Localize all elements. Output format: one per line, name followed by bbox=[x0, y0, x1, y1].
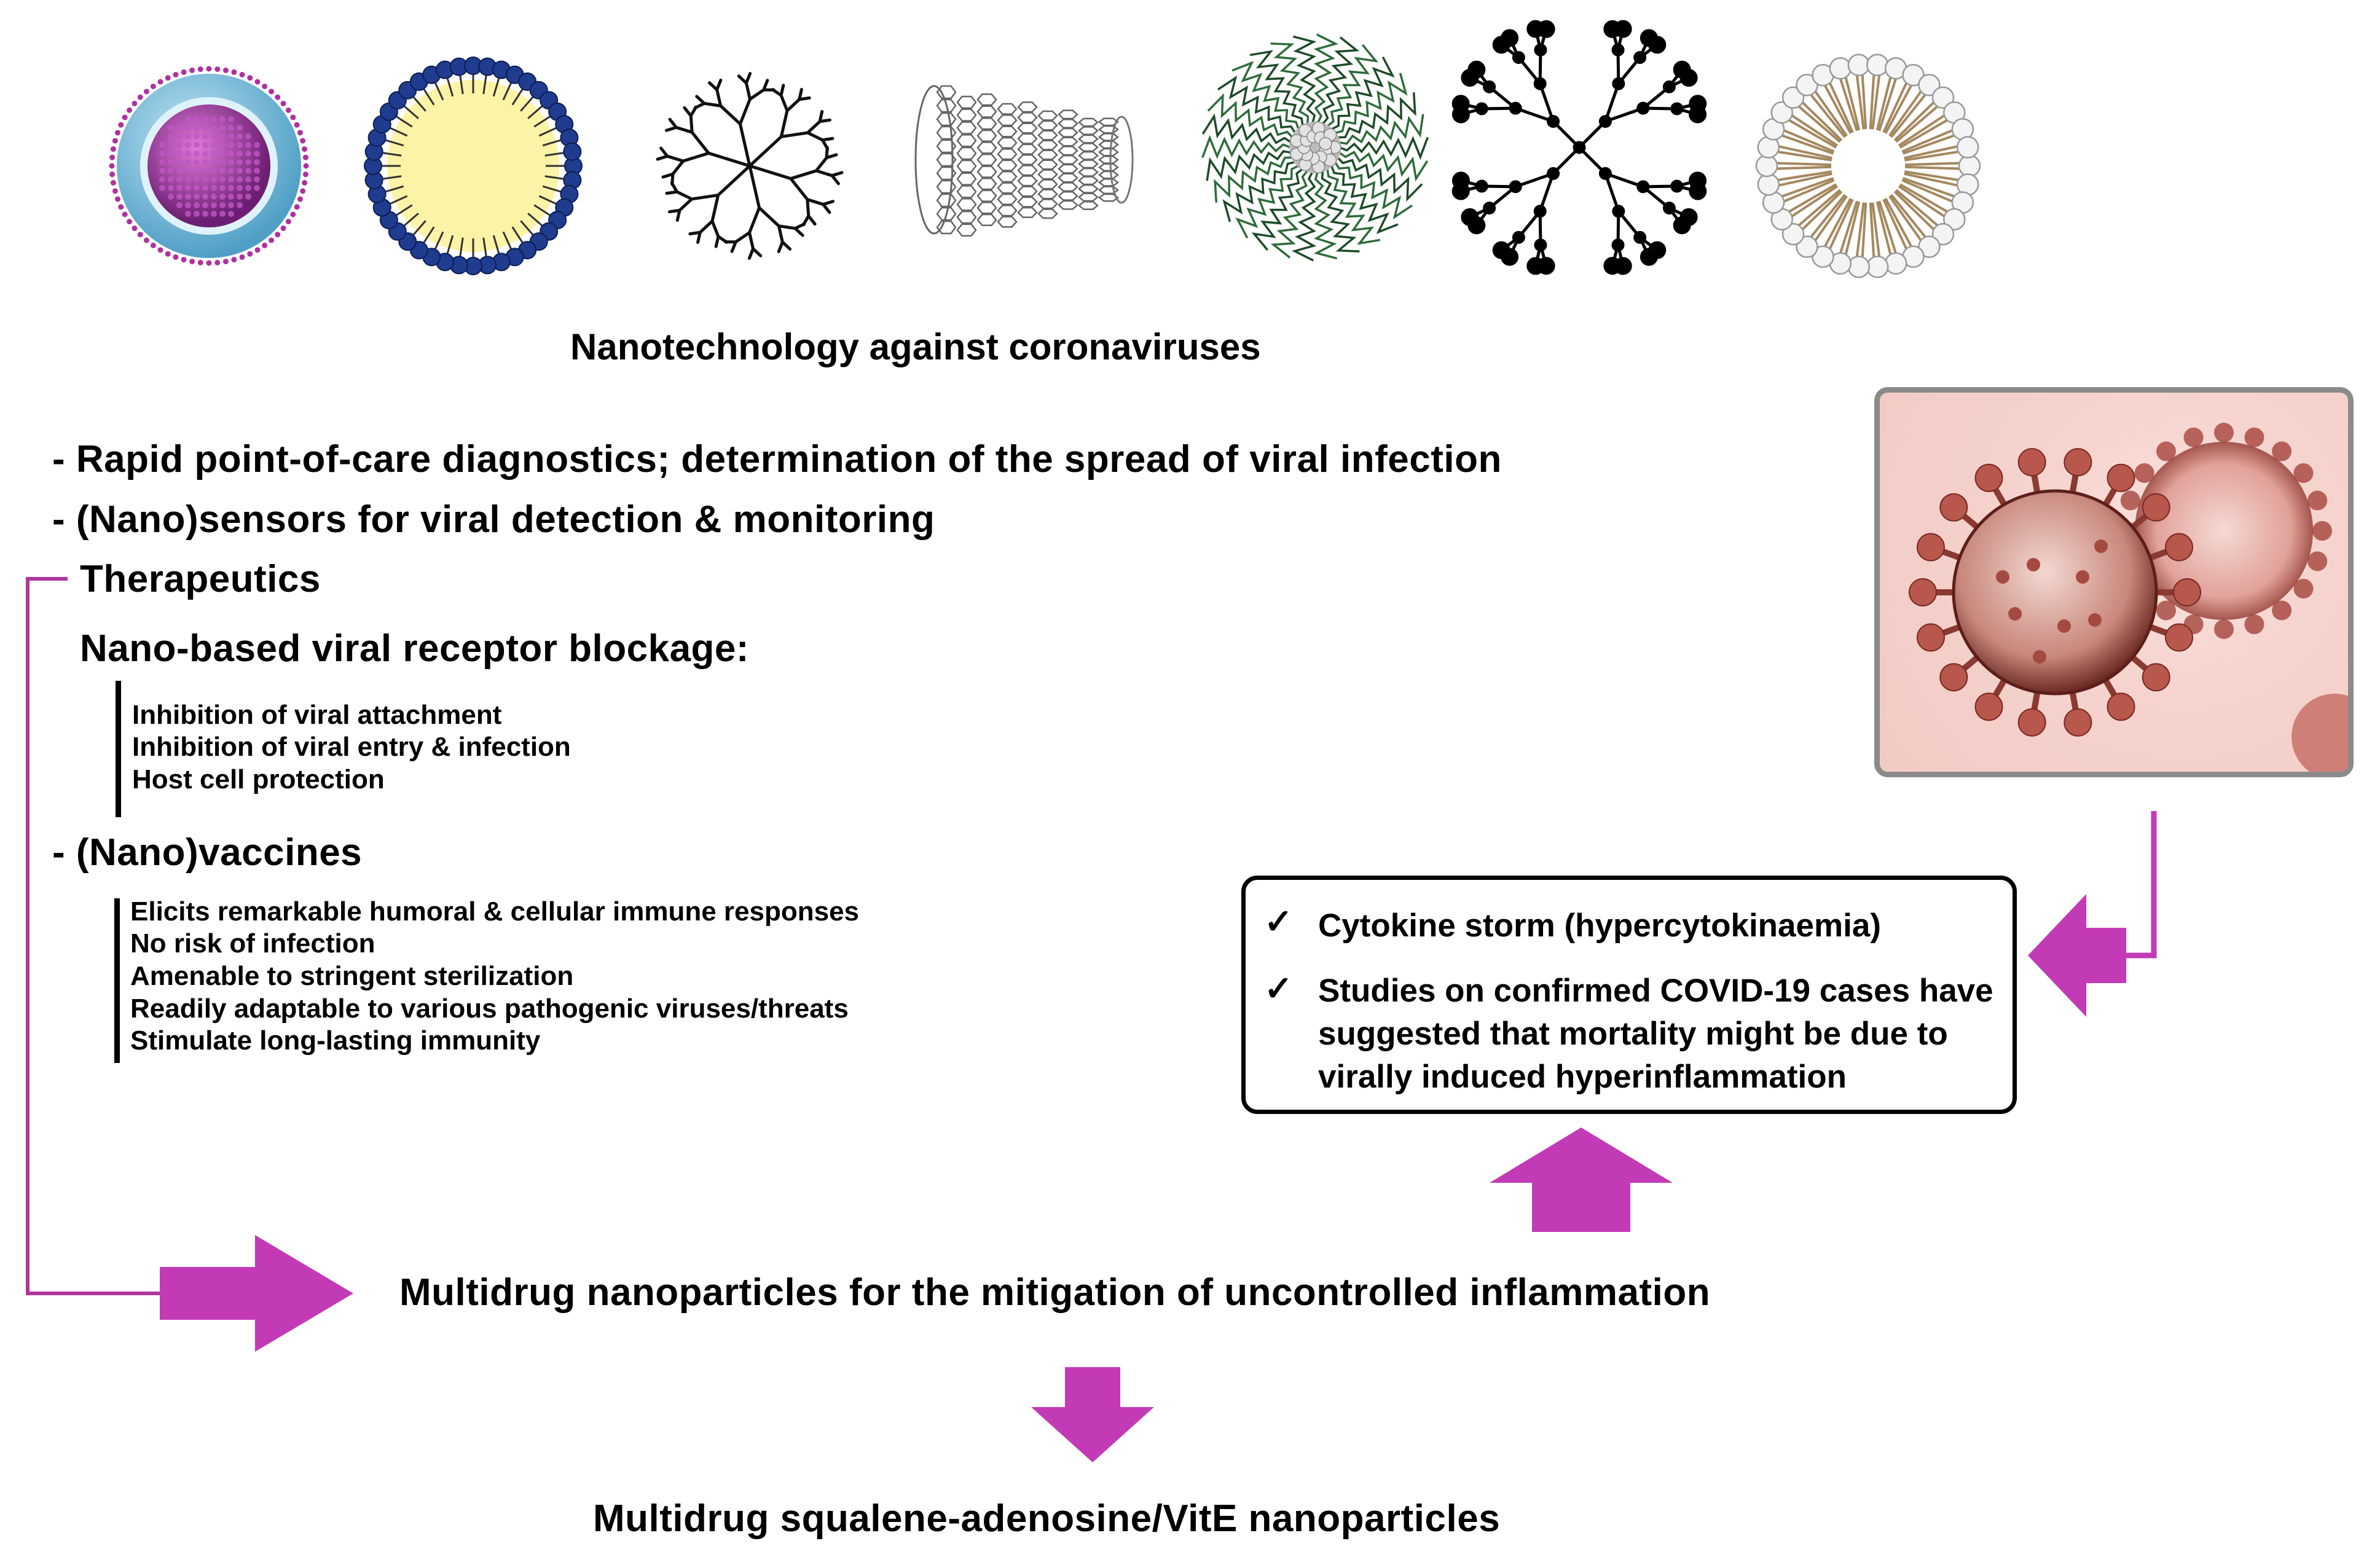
liposome-icon bbox=[109, 66, 309, 266]
branched-polymer-icon bbox=[656, 72, 844, 260]
finding-mortality: Studies on confirmed COVID-19 cases have… bbox=[1318, 973, 1993, 1095]
list-item: Inhibition of viral entry & infection bbox=[132, 732, 571, 762]
right-arrow-icon bbox=[160, 1235, 353, 1352]
up-arrow-icon bbox=[1490, 1127, 1673, 1232]
list-item: Amenable to stringent sterilization bbox=[130, 961, 574, 991]
final-nanoparticles-label: Multidrug squalene-adenosine/VitE nanopa… bbox=[593, 1497, 1501, 1540]
list-item: Elicits remarkable humoral & cellular im… bbox=[130, 896, 860, 927]
coronavirus-image-frame bbox=[1874, 387, 2354, 777]
receptor-blockage-heading: Nano-based viral receptor blockage: bbox=[80, 627, 750, 670]
multidrug-nanoparticles-label: Multidrug nanoparticles for the mitigati… bbox=[399, 1271, 1711, 1314]
application-sensors: - (Nano)sensors for viral detection & mo… bbox=[52, 498, 935, 541]
dendrimer-icon bbox=[1451, 20, 1707, 275]
list-item: Stimulate long-lasting immunity bbox=[130, 1025, 541, 1056]
therapeutics-label: Therapeutics bbox=[80, 558, 321, 600]
polymeric-micelle-icon bbox=[1201, 33, 1429, 262]
findings-box: ✓ Cytokine storm (hypercytokinaemia) ✓ S… bbox=[1241, 876, 2017, 1114]
virus-connector bbox=[2114, 811, 2157, 959]
list-item: Inhibition of viral attachment bbox=[132, 700, 502, 730]
carbon-nanotube-icon bbox=[914, 85, 1134, 237]
therapeutics-connector bbox=[26, 577, 166, 1295]
blockage-list-bar bbox=[116, 681, 121, 817]
list-item: Readily adaptable to various pathogenic … bbox=[130, 994, 849, 1024]
micelle-icon bbox=[364, 57, 583, 275]
down-arrow-icon bbox=[1031, 1367, 1154, 1462]
check-icon: ✓ bbox=[1264, 902, 1293, 941]
check-icon: ✓ bbox=[1264, 969, 1293, 1008]
vaccines-heading: - (Nano)vaccines bbox=[52, 831, 363, 874]
lipid-nanoparticle-icon bbox=[1755, 53, 1981, 278]
list-item: Host cell protection bbox=[132, 764, 385, 794]
coronavirus-icon bbox=[1909, 423, 2348, 772]
finding-cytokine-storm: Cytokine storm (hypercytokinaemia) bbox=[1318, 908, 1881, 944]
left-arrow-icon bbox=[2028, 894, 2126, 1017]
page-title: Nanotechnology against coronaviruses bbox=[570, 326, 1261, 367]
application-diagnostics: - Rapid point-of-care diagnostics; deter… bbox=[52, 438, 1502, 480]
list-item: No risk of infection bbox=[130, 928, 375, 959]
vaccines-list-bar bbox=[114, 898, 120, 1063]
